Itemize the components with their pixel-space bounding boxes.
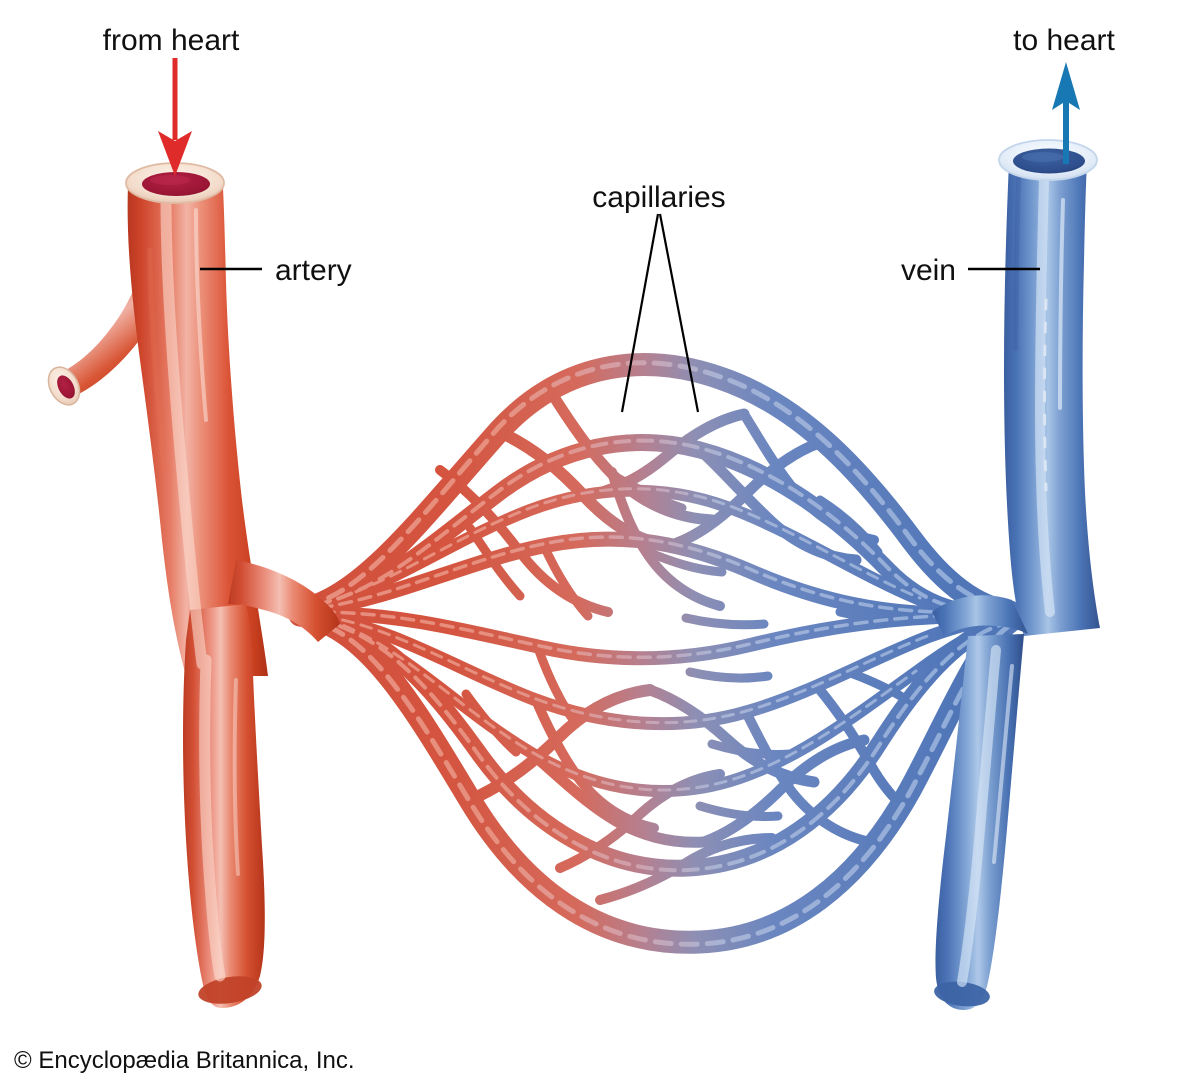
artery-upper-trunk (127, 185, 269, 676)
capillary-link-7 (815, 495, 883, 557)
capillary-mid-4 (312, 484, 1012, 623)
copyright-credit: © Encyclopædia Britannica, Inc. (14, 1047, 355, 1074)
artery-highlights (147, 194, 240, 982)
capillary-rung-u5 (694, 444, 862, 566)
capillary-highlight-2a (314, 438, 1006, 615)
artery-label: artery (275, 254, 352, 287)
vein-vessel (932, 139, 1100, 1010)
artery-lower-cut-end (198, 976, 262, 1004)
vein-lower-cut-end (934, 981, 990, 1007)
vein-upper-trunk (1004, 162, 1100, 636)
capillary-rung-l9 (815, 685, 911, 813)
to-heart-arrow (1052, 62, 1080, 164)
capillary-link-11 (533, 643, 581, 729)
capillary-link-2 (643, 547, 727, 577)
capillary-link-10 (539, 541, 593, 621)
to-heart-arrow-head (1052, 62, 1080, 110)
capillary-highlight-m5 (324, 617, 918, 792)
capillary-rung-l4 (698, 734, 870, 848)
vein-from-capillary-connector (932, 595, 1028, 636)
capillary-highlight-m2 (320, 610, 940, 659)
from-heart-label: from heart (103, 24, 240, 57)
capillary-rung-l5 (741, 707, 875, 847)
capillary-link-1 (609, 471, 687, 513)
capillary-link-6 (695, 801, 783, 821)
capillary-rung-l7 (595, 833, 777, 905)
capillary-link-12 (465, 523, 525, 601)
capillary-highlight-m1 (318, 535, 940, 614)
vein-label: vein (901, 254, 956, 287)
capillary-link-5 (707, 739, 795, 759)
capillaries-leader-line-right (658, 213, 700, 413)
capillary-highlight-2b (316, 617, 1006, 873)
artery-lumen-sheen (150, 175, 190, 185)
capillary-link-4 (685, 667, 773, 683)
capillary-highlight-top (301, 360, 1011, 611)
artery-vessel (47, 162, 340, 1008)
capillary-rung-l6 (555, 769, 725, 873)
capillaries-label: capillaries (592, 181, 725, 214)
capillaries-leader-line-left (620, 213, 660, 413)
artery-to-capillary-connector (228, 560, 340, 642)
vein-lumen-sheen (1022, 152, 1064, 162)
from-heart-arrow-head (158, 131, 192, 176)
capillary-highlight-bottom (301, 616, 1015, 947)
vein-highlights (957, 167, 1065, 987)
capillary-rung-l8 (531, 695, 659, 833)
capillary-link-9 (843, 667, 915, 707)
capillary-highlight-m4 (318, 487, 922, 606)
capillary-highlight-m3 (322, 614, 932, 725)
capillary-bed (288, 353, 1024, 954)
to-heart-label: to heart (1013, 24, 1115, 57)
capillary-link-3 (681, 613, 769, 630)
from-heart-arrow (158, 58, 192, 176)
capillary-rung-l2 (524, 746, 710, 848)
artery-branch-lumen (57, 375, 75, 399)
